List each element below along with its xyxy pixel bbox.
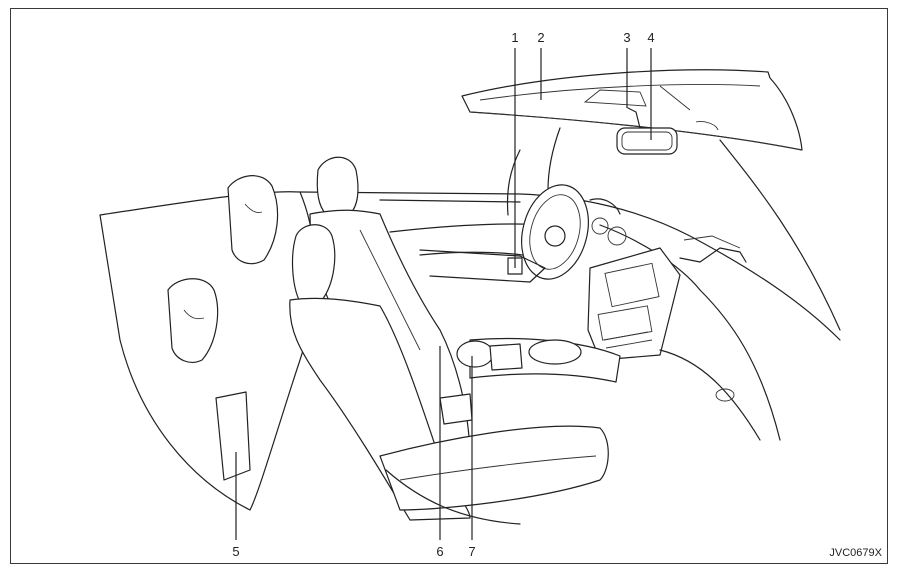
figure-code: JVC0679X xyxy=(829,547,882,559)
dashboard xyxy=(299,191,841,441)
rear-seats xyxy=(99,175,316,511)
rearview-mirror xyxy=(616,107,678,155)
callout-1: 1 xyxy=(511,30,518,45)
steering-wheel xyxy=(521,184,627,280)
figure-frame xyxy=(10,8,888,564)
gear-shifter xyxy=(456,337,621,383)
callout-labels: 1 2 3 4 5 6 7 xyxy=(232,30,654,559)
callout-6: 6 xyxy=(436,544,443,559)
callout-5: 5 xyxy=(232,544,239,559)
door-panel xyxy=(419,249,761,441)
front-passenger-seat xyxy=(289,224,609,525)
center-console xyxy=(587,247,681,361)
callout-leaders xyxy=(235,48,652,540)
callout-2: 2 xyxy=(537,30,544,45)
callout-3: 3 xyxy=(623,30,630,45)
callout-7: 7 xyxy=(468,544,475,559)
windshield-frame xyxy=(506,127,841,331)
callout-4: 4 xyxy=(647,30,654,45)
